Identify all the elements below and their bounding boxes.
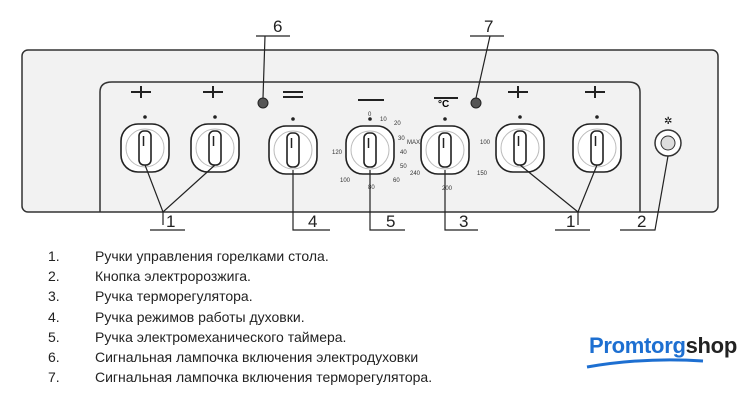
knobs <box>120 115 622 175</box>
knob-grip[interactable] <box>513 130 527 166</box>
knob-grip[interactable] <box>286 132 300 168</box>
thermostat-degree-label: °C <box>438 99 449 110</box>
legend-text: Ручка электромеханического таймера. <box>95 329 347 345</box>
timer-scale-120: 120 <box>332 150 343 156</box>
knob-zero-mark <box>595 115 599 119</box>
callout-5: 5 <box>386 212 395 231</box>
knob-ring <box>273 130 313 170</box>
knob-ring <box>350 130 390 170</box>
callout-4: 4 <box>308 212 317 231</box>
callout-1-right: 1 <box>566 212 575 231</box>
oven-mode-symbol <box>283 91 303 98</box>
oven-signal-lamp <box>257 97 269 109</box>
burner-symbol-2 <box>203 86 223 98</box>
knob-grip[interactable] <box>208 130 222 166</box>
legend-num: 4. <box>48 309 60 325</box>
timer-scale-40: 40 <box>400 150 407 156</box>
promtorgshop-logo: Promtorgshop <box>586 333 738 369</box>
knob-ring <box>577 128 617 168</box>
knob-grip[interactable] <box>363 132 377 168</box>
thermo-scale-200: 200 <box>442 186 453 192</box>
legend-num: 7. <box>48 369 60 385</box>
timer-scale-0: 0 <box>368 112 372 118</box>
panel-inner-edge <box>99 81 641 212</box>
legend-num: 1. <box>48 248 60 264</box>
legend-num: 2. <box>48 268 60 284</box>
oven-mode-knob[interactable] <box>268 117 318 175</box>
knob-zero-mark <box>291 117 295 121</box>
thermo-scale-240: 240 <box>410 171 421 177</box>
legend-text: Сигнальная лампочка включения терморегул… <box>95 369 433 385</box>
legend-text: Ручка терморегулятора. <box>95 288 253 304</box>
timer-knob[interactable] <box>345 117 395 175</box>
knob-zero-mark <box>143 115 147 119</box>
logo-part-1: Promtorg <box>589 333 686 358</box>
knob-zero-mark <box>518 115 522 119</box>
knob-ring <box>125 128 165 168</box>
thermo-scale-150: 150 <box>477 171 488 177</box>
burner-symbol-4 <box>585 86 605 98</box>
knob-zero-mark <box>213 115 217 119</box>
legend-num: 6. <box>48 349 60 365</box>
callout-7: 7 <box>484 17 493 36</box>
burner-symbol-3 <box>508 86 528 98</box>
timer-scale-100: 100 <box>340 178 351 184</box>
burner-symbols <box>131 86 605 101</box>
logo-swoosh <box>586 358 704 369</box>
thermo-scale-100: 100 <box>480 140 491 146</box>
callout-1-left: 1 <box>166 212 175 231</box>
callout-3: 3 <box>459 212 468 231</box>
logo-part-2: shop <box>685 333 738 358</box>
leader-lines <box>144 35 669 231</box>
burner-symbol-1 <box>131 86 151 98</box>
knob-ring <box>500 128 540 168</box>
timer-scale-80: 80 <box>368 185 375 191</box>
legend-text: Ручки управления горелками стола. <box>95 248 329 264</box>
timer-scale-60: 60 <box>393 178 400 184</box>
legend-text: Кнопка электророзжига. <box>95 268 251 284</box>
legend-num: 5. <box>48 329 60 345</box>
callout-6: 6 <box>273 17 282 36</box>
callout-2: 2 <box>637 212 646 231</box>
timer-scale-20: 20 <box>394 121 401 127</box>
timer-scale-30: 30 <box>398 136 405 142</box>
control-panel-diagram: ✲ 0 10 20 30 40 50 60 80 100 120 °C MAX … <box>21 17 719 231</box>
knob-grip[interactable] <box>438 132 452 168</box>
burner-knob-4[interactable] <box>572 115 622 173</box>
timer-scale-10: 10 <box>380 117 387 123</box>
knob-grip[interactable] <box>138 130 152 166</box>
legend-text: Сигнальная лампочка включения электродух… <box>95 349 419 365</box>
burner-knob-2[interactable] <box>190 115 240 173</box>
knob-ring <box>195 128 235 168</box>
thermo-scale-max: MAX <box>407 140 420 146</box>
knob-zero-mark <box>368 117 372 121</box>
knob-grip[interactable] <box>590 130 604 166</box>
ignition-button-center <box>660 135 676 151</box>
spark-icon: ✲ <box>664 116 672 127</box>
timer-scale-50: 50 <box>400 164 407 170</box>
legend-num: 3. <box>48 288 60 304</box>
burner-knob-3[interactable] <box>495 115 545 173</box>
legend-text: Ручка режимов работы духовки. <box>95 309 305 325</box>
knob-ring <box>425 130 465 170</box>
knob-zero-mark <box>443 117 447 121</box>
thermostat-signal-lamp <box>470 97 482 109</box>
